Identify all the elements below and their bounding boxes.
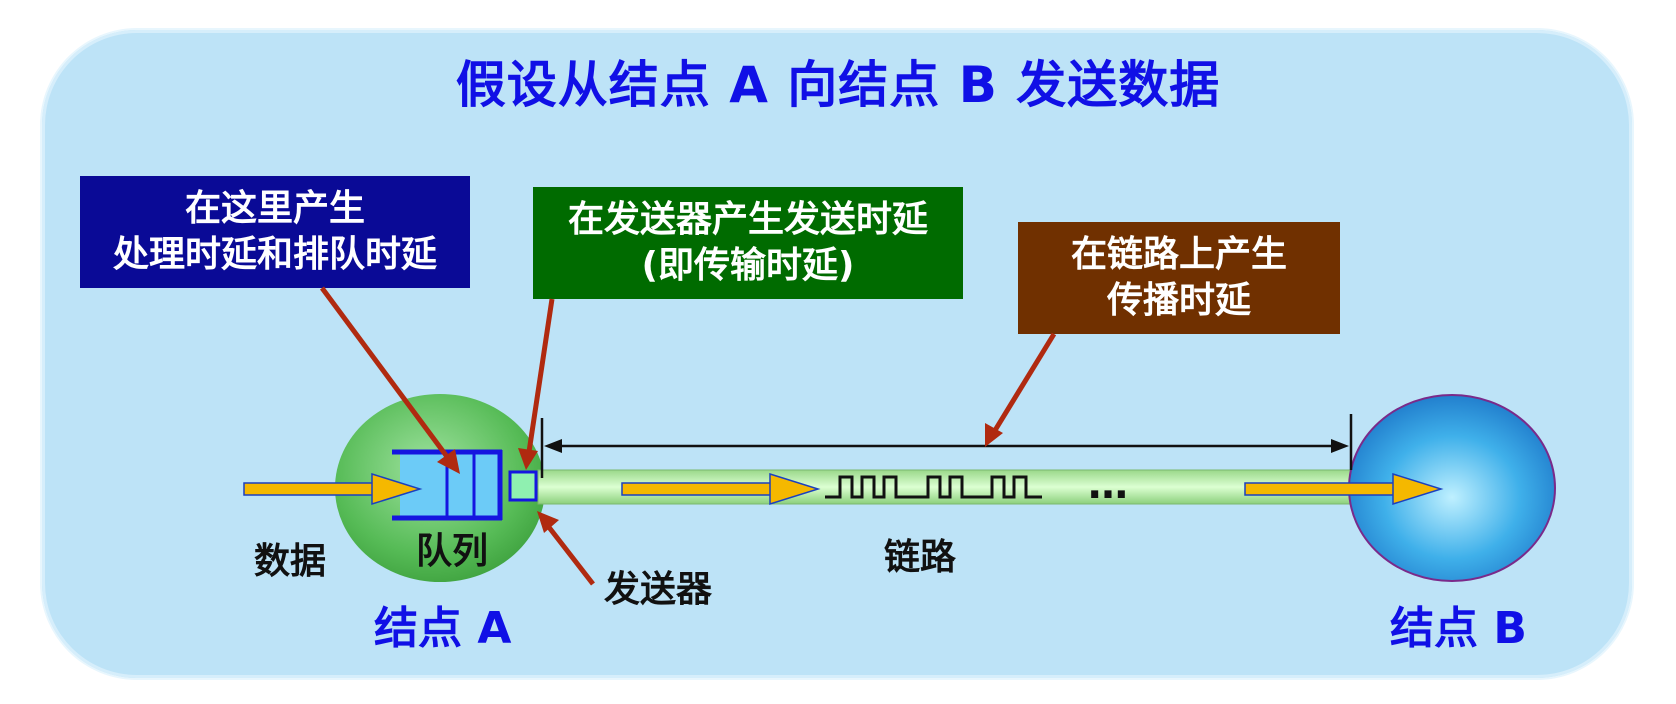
callout-line-2: 处理时延和排队时延 [112,234,437,275]
node-b-label: 结点 B [1390,603,1527,654]
queue-label: 队列 [416,531,489,572]
transmitter-icon [508,470,538,502]
link-label: 链路 [884,537,957,578]
transmitter-label: 发送器 [604,569,713,610]
node-b-data-arrow [1244,472,1444,506]
callout-transmission-delay: 在发送器产生发送时延 (即传输时延) [533,187,963,299]
callout-line-1: 在发送器产生发送时延 [567,199,928,240]
link-length-dimension [540,414,1353,478]
callout-line-2: (即传输时延) [641,245,855,286]
callout-line-1: 在这里产生 [184,188,365,229]
callout-line-2: 传播时延 [1106,280,1251,321]
data-input-arrow [243,472,423,506]
background-panel [42,30,1632,678]
callout-propagation-delay: 在链路上产生 传播时延 [1018,222,1340,334]
node-a-label: 结点 A [374,603,512,654]
data-label: 数据 [254,541,327,582]
callout-line-1: 在链路上产生 [1070,234,1287,275]
signal-waveform-icon [825,475,1042,499]
pointer-transmitter-label [537,511,595,586]
link-data-arrow [621,472,821,506]
pointer-queue-delay [319,286,460,474]
pointer-propagation-delay [985,332,1057,447]
pointer-transmitter-delay [518,298,555,470]
page-title: 假设从结点 A 向结点 B 发送数据 [455,56,1221,114]
callout-processing-queue-delay: 在这里产生 处理时延和排队时延 [80,176,470,288]
link-ellipsis: … [1088,462,1128,508]
